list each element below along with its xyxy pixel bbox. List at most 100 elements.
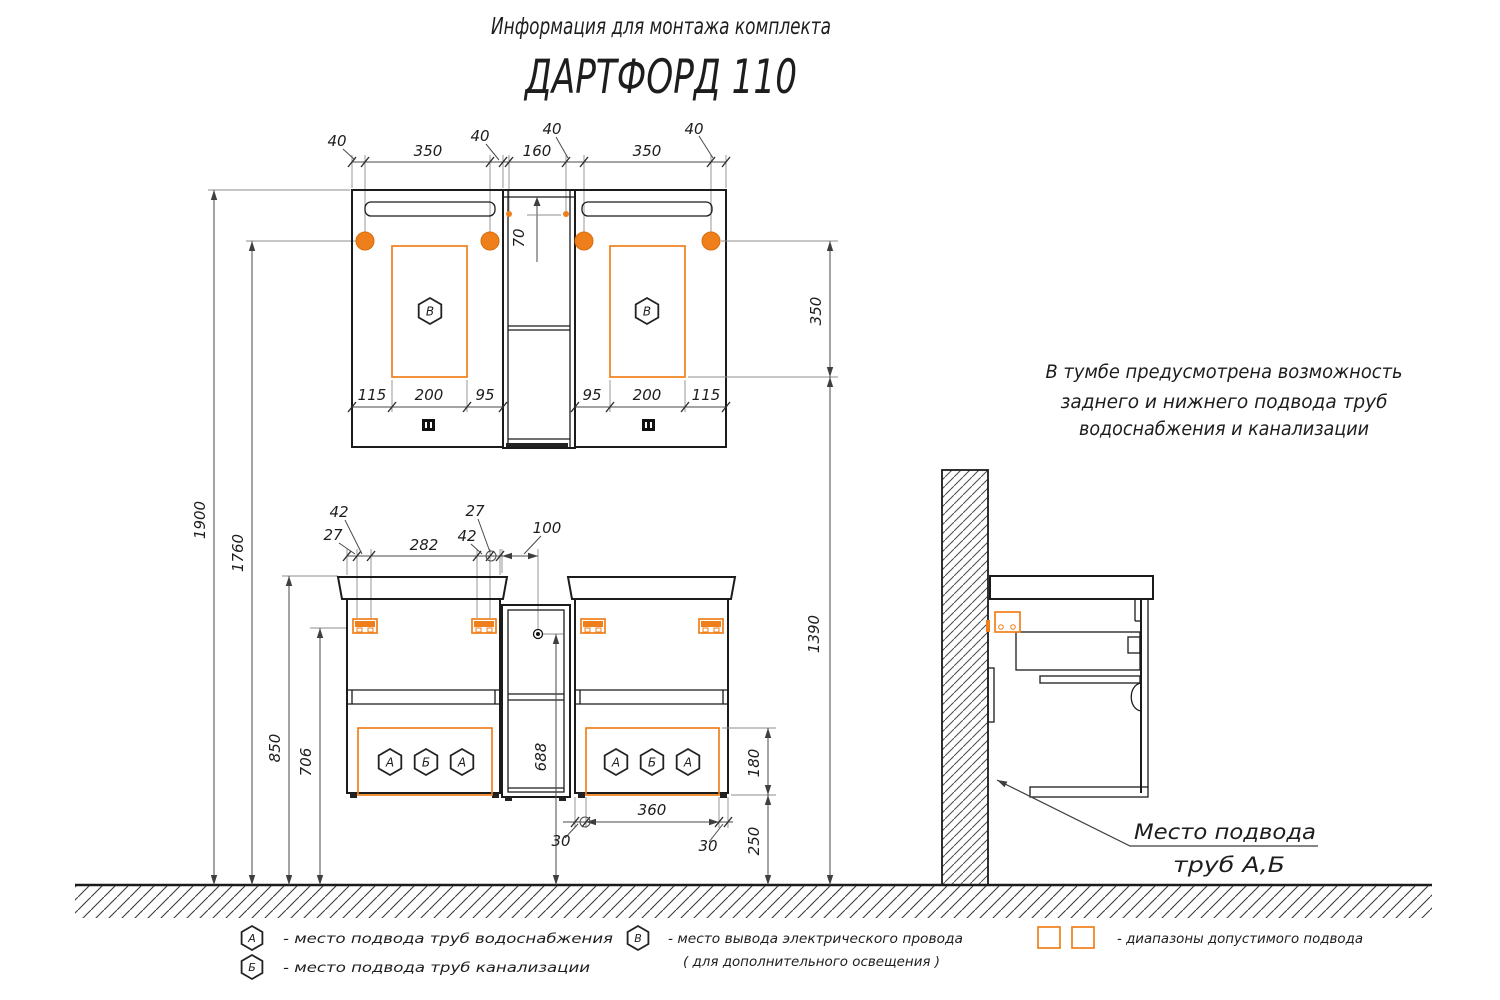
dim-label-100: 100 [533,519,562,537]
legend-text-v-line1: - место вывода электрического провода [668,931,963,947]
dim-label-70: 70 [510,228,528,247]
wire-outlet-dot-left [506,211,512,217]
dim-label-688: 688 [532,743,550,772]
hex-letter-b: Б [648,756,656,770]
cabinet-bottom-side [1029,786,1149,798]
legend-text-v-line2: ( для дополнительного освещения ) [683,954,940,970]
vanity-top-dimensions: 42 27 282 42 27 100 [323,502,561,629]
hex-letter-v: В [426,305,434,319]
bracket-icon-1 [352,618,378,634]
legend-text-a: - место подвода труб водоснабжения [283,931,613,947]
hex-letter-a: А [247,932,256,945]
right-vertical-dimensions: 350 1390 [688,240,838,885]
countertop-left [336,576,509,600]
hex-letter-b: Б [422,756,430,770]
hex-letter-a: А [457,756,466,770]
countertop-side [989,575,1154,600]
mounting-point-1 [355,231,375,251]
bracket-icon-3 [580,618,606,634]
dimension-ticks [347,401,731,413]
note-line3: водоснабжения и канализации [1079,418,1369,440]
centerline-mark-bottom [579,816,591,828]
socket-icon-left [422,419,435,431]
drawer-box-side [1015,631,1141,671]
dim-label-282: 282 [410,536,439,554]
dim-label-706: 706 [297,748,315,777]
legend-text-b: - место подвода труб канализации [283,960,590,976]
back-panel-strip [987,667,995,723]
floor [75,883,1432,918]
dim-label-350-side: 350 [807,297,825,326]
vanity-cabinet-left [346,598,501,798]
wire-outlet-dot-right [563,211,569,217]
dim-label-1390: 1390 [805,615,823,653]
supply-zone-left [357,727,493,796]
note-line2: заднего и нижнего подвода труб [1061,391,1388,413]
wire-outlet-dot-middle [532,628,544,640]
dim-label-30-1: 30 [551,832,570,850]
note-line1: В тумбе предусмотрена возможность [1046,361,1403,383]
hex-letter-v: В [634,932,642,945]
zone-symbols-left: А Б А [377,747,475,777]
left-light-strip [364,201,496,217]
bracket-icon-2 [471,618,497,634]
tall-cabinet-base [506,443,568,447]
legend-item-a: А - место подвода труб водоснабжения [240,924,613,952]
dim-180-250: 180 250 [722,727,776,885]
hex-letter-a: А [611,756,620,770]
dim-label-180: 180 [745,749,763,778]
dim-label-95-1: 95 [475,386,494,404]
mounting-point-3 [574,231,594,251]
left-vertical-dimensions: 1900 1760 850 706 [191,189,357,885]
dim-label-40-2: 40 [470,127,489,145]
wall-section [941,469,989,886]
hex-letter-a: А [385,756,394,770]
cabinet-side-profile [987,599,1149,798]
centerline-mark-top [485,550,497,562]
electrical-zone-left [391,245,468,378]
dim-label-160: 160 [523,142,552,160]
legend-item-ranges: - диапазоны допустимого подвода [1037,926,1363,949]
dim-label-40-4: 40 [684,120,703,138]
dim-label-27-2: 27 [465,502,485,520]
side-view: Место подвода труб А,Б [941,469,1318,886]
dim-label-115-2: 115 [692,386,721,404]
dim-label-115-1: 115 [358,386,387,404]
supply-zone-right [585,727,720,796]
countertop-right [566,576,737,600]
drawing-subtitle: Информация для монтажа комплекта [491,14,831,40]
bracket-icon-side [986,611,1021,633]
socket-icon-right [642,419,655,431]
callout-line2: труб А,Б [1173,853,1285,877]
dim-label-850: 850 [266,734,284,763]
hatch-swatch-diagonal [1037,926,1061,949]
vanity-bottom-dimensions: 360 30 30 [551,797,733,855]
dim-label-42-2: 42 [457,527,476,545]
vanity-cabinet-right [574,598,729,798]
dim-label-27-1: 27 [323,526,343,544]
pipe-callout: Место подвода труб А,Б [996,779,1318,877]
dim-label-200-1: 200 [415,386,444,404]
vanity-front-view: 42 27 282 42 27 100 [323,502,776,885]
note-text-block: В тумбе предусмотрена возможность заднег… [1046,361,1403,440]
drawing-model-title: ДАРТФОРД 110 [524,50,797,105]
electrical-zone-right [609,245,686,378]
mirror-top-dimensions: 40 350 40 40 160 350 40 [327,120,731,233]
dimension-ticks [347,156,731,168]
mirror-unit-front-view: 40 350 40 40 160 350 40 70 В [327,120,731,449]
title-block: Информация для монтажа комплекта ДАРТФОР… [491,14,831,105]
hex-letter-a: А [683,756,692,770]
hex-letter-v: В [643,305,651,319]
dim-label-1900: 1900 [191,501,209,539]
dim-label-250: 250 [745,827,763,856]
legend: А - место подвода труб водоснабжения Б -… [240,924,1363,981]
dim-label-42-1: 42 [329,503,348,521]
drawer-pull-profile [1130,682,1142,712]
hatch-swatch-cross [1071,926,1095,949]
bracket-icon-4 [698,618,724,634]
hex-letter-b: Б [248,961,256,974]
legend-item-v: В - место вывода электрического провода … [626,924,963,970]
legend-item-b: Б - место подвода труб канализации [240,953,590,981]
